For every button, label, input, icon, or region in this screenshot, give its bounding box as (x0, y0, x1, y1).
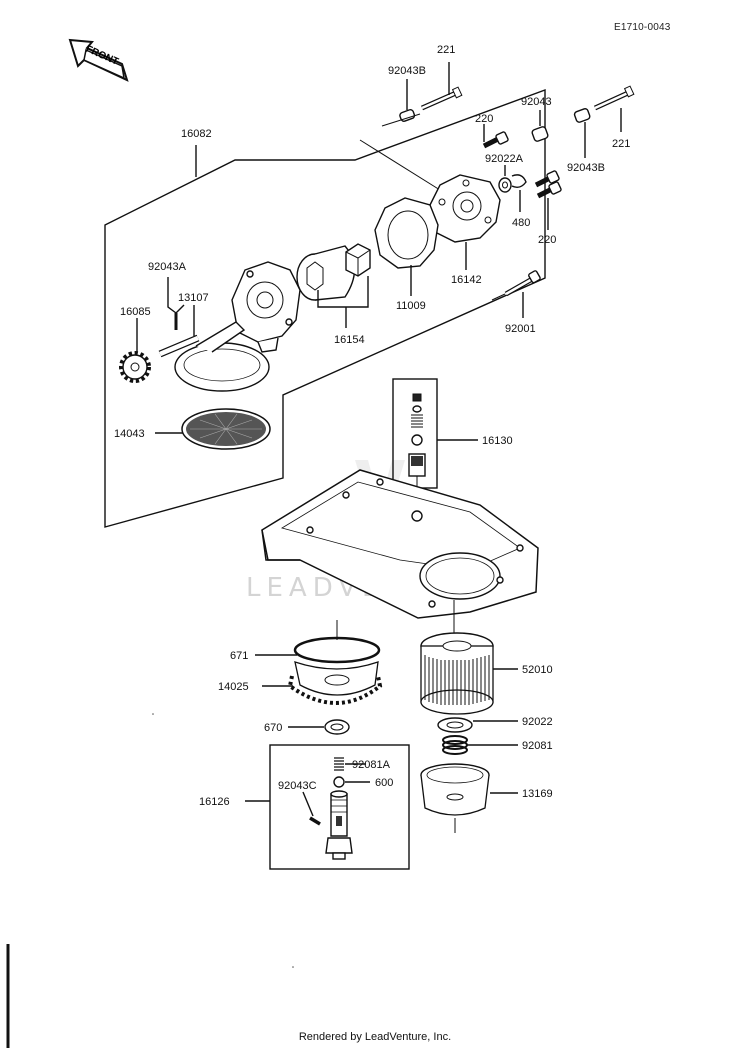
label-220-top: 220 (475, 113, 493, 125)
alignment-line-92001 (491, 293, 506, 301)
bolt-221-top (420, 86, 463, 111)
bypass-bolt (325, 790, 353, 860)
strainer-housing (174, 321, 270, 392)
spring-92081 (442, 735, 468, 755)
pump-assembly-box (104, 88, 546, 528)
relief-valve-16130 (408, 393, 426, 505)
label-670: 670 (264, 722, 282, 734)
label-16130: 16130 (482, 435, 513, 447)
label-92022: 92022 (522, 716, 553, 728)
rotor-inner-16154 (345, 243, 371, 277)
label-671: 671 (230, 650, 248, 662)
oil-pan (261, 469, 539, 619)
oil-filter-52010 (420, 632, 494, 715)
label-14025: 14025 (218, 681, 249, 693)
ball-600 (333, 776, 345, 788)
label-220-bottom: 220 (538, 234, 556, 246)
front-arrow-icon (68, 38, 129, 82)
sprocket-16085 (119, 351, 151, 383)
screw-220-bottom-b (536, 181, 562, 199)
label-92043B-right: 92043B (567, 162, 605, 174)
dowel-92043B-top (399, 108, 416, 122)
rotor-outer-16154 (296, 245, 356, 301)
circlip-480 (511, 174, 527, 189)
label-92081A: 92081A (352, 759, 391, 771)
pump-shaft-13107 (158, 334, 200, 358)
label-16142: 16142 (451, 274, 482, 286)
label-13107: 13107 (178, 292, 209, 304)
reference-code: E1710-0043 (614, 22, 671, 33)
label-13169: 13169 (522, 788, 553, 800)
label-92043C: 92043C (278, 780, 317, 792)
spring-92081A (334, 757, 344, 771)
alignment-line-top-2 (381, 113, 421, 127)
label-16085: 16085 (120, 306, 151, 318)
strainer-14025 (287, 661, 383, 705)
o-ring-671 (293, 636, 381, 664)
label-16154: 16154 (334, 334, 365, 346)
dowel-92043B-right (573, 108, 591, 123)
leader-92043A-b (175, 304, 185, 314)
label-11009: 11009 (396, 300, 426, 312)
bypass-valve-box (269, 744, 410, 870)
label-14043: 14043 (114, 428, 145, 440)
label-16126: 16126 (199, 796, 230, 808)
label-92043-right: 92043 (521, 96, 552, 108)
label-92081: 92081 (522, 740, 553, 752)
label-600: 600 (375, 777, 393, 789)
gasket-11009 (374, 197, 439, 269)
label-480: 480 (512, 217, 530, 229)
dowel-92043 (531, 126, 549, 142)
leader-92043C (302, 791, 314, 817)
bolt-92001 (504, 270, 541, 297)
pump-cover-16142 (429, 174, 501, 243)
label-92043B-top: 92043B (388, 65, 426, 77)
label-92001: 92001 (505, 323, 536, 335)
label-92043A: 92043A (148, 261, 187, 273)
label-221-top: 221 (437, 44, 455, 56)
footer-credit: Rendered by LeadVenture, Inc. (298, 1031, 452, 1043)
screw-220-bottom-a (534, 170, 560, 188)
bracket-16154 (317, 276, 369, 308)
label-52010: 52010 (522, 664, 553, 676)
pin-92043C (309, 816, 321, 826)
screw-220-top (482, 131, 509, 149)
oil-screen-14043 (181, 408, 271, 450)
bolt-221-right (593, 85, 635, 111)
pump-body (231, 261, 301, 353)
label-92022A: 92022A (485, 153, 524, 165)
leader-92043A (167, 277, 177, 314)
label-16082: 16082 (181, 128, 212, 140)
alignment-line-top (359, 139, 441, 191)
filter-housing-13169 (420, 763, 490, 816)
label-221-right: 221 (612, 138, 630, 150)
